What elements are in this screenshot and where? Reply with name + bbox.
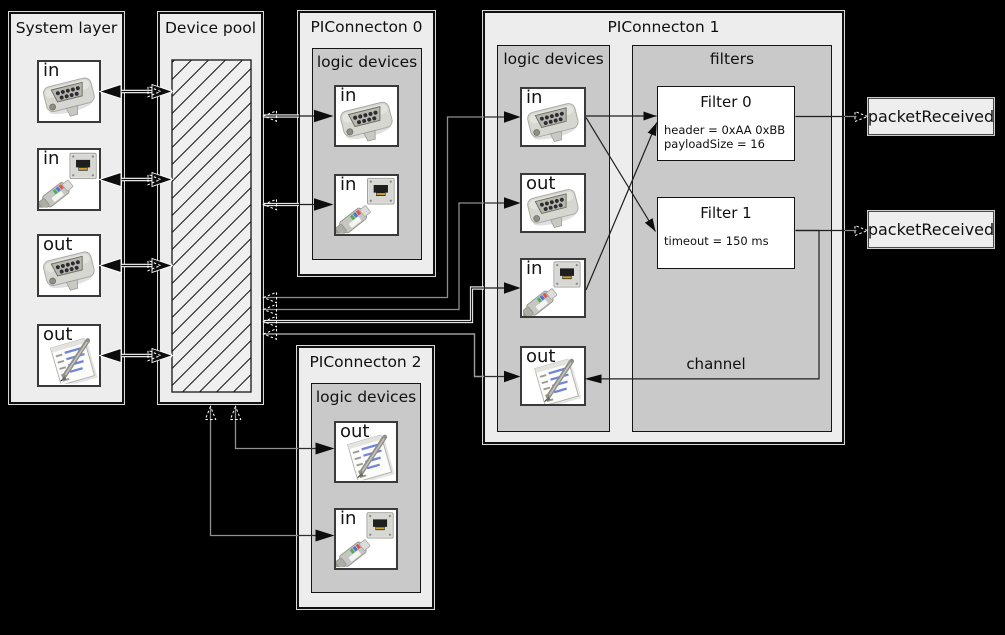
pic1-device-in-serial: in <box>520 87 586 147</box>
piconnecton0-title: PIConnecton 0 <box>310 18 423 36</box>
packet-received-box-0: packetReceived <box>868 98 994 135</box>
system-device-in-serial: in <box>37 60 101 123</box>
device-label: in <box>526 258 543 279</box>
filters-title: filters <box>709 50 755 68</box>
channel-label: channel <box>686 355 746 373</box>
filter0-params: header = 0xAA 0xBB payloadSize = 16 <box>664 123 794 152</box>
device-pool-title: Device pool <box>164 19 257 37</box>
pic2-device-in-ethernet: in <box>334 508 398 570</box>
logic-devices-title: logic devices <box>503 50 604 68</box>
filter0-box: Filter 0 header = 0xAA 0xBB payloadSize … <box>657 86 795 161</box>
filter1-box: Filter 1 timeout = 150 ms <box>657 197 795 269</box>
device-label: in <box>43 148 60 169</box>
device-label: in <box>43 60 60 81</box>
system-layer-title: System layer <box>15 19 118 37</box>
pic0-device-in-ethernet: in <box>334 174 399 236</box>
piconnecton2-title: PIConnecton 2 <box>309 353 422 371</box>
filter0-param-header: header = 0xAA 0xBB <box>664 123 786 137</box>
filter0-param-payload: payloadSize = 16 <box>664 137 765 152</box>
pic1-device-in-ethernet: in <box>520 258 586 318</box>
pic1-device-out-serial: out <box>520 173 586 233</box>
device-label: out <box>340 421 370 442</box>
system-device-in-ethernet: in <box>37 148 101 211</box>
logic-devices-title: logic devices <box>315 388 417 406</box>
device-pool-hatch <box>171 59 252 393</box>
device-label: out <box>43 234 73 255</box>
pic2-device-out-notepad: out <box>334 421 398 483</box>
piconnecton1-title: PIConnecton 1 <box>607 18 720 36</box>
device-label: out <box>43 324 73 345</box>
logic-devices-title: logic devices <box>316 53 418 71</box>
device-label: out <box>526 346 556 367</box>
device-label: out <box>526 173 556 194</box>
packet-received-box-1: packetReceived <box>868 211 994 248</box>
filter1-title: Filter 1 <box>700 204 752 222</box>
system-device-out-notepad: out <box>37 324 101 387</box>
packet-received-label: packetReceived <box>867 220 995 239</box>
pic0-device-in-serial: in <box>334 85 399 147</box>
device-label: in <box>526 87 543 108</box>
filter0-title: Filter 0 <box>700 93 752 111</box>
device-label: in <box>340 508 357 529</box>
filter1-param-timeout: timeout = 150 ms <box>664 234 769 248</box>
device-label: in <box>340 174 357 195</box>
filter1-params: timeout = 150 ms <box>664 234 794 248</box>
device-label: in <box>340 85 357 106</box>
packet-received-label: packetReceived <box>867 107 995 126</box>
system-device-out-serial: out <box>37 234 101 297</box>
pic1-device-out-notepad: out <box>520 346 586 406</box>
